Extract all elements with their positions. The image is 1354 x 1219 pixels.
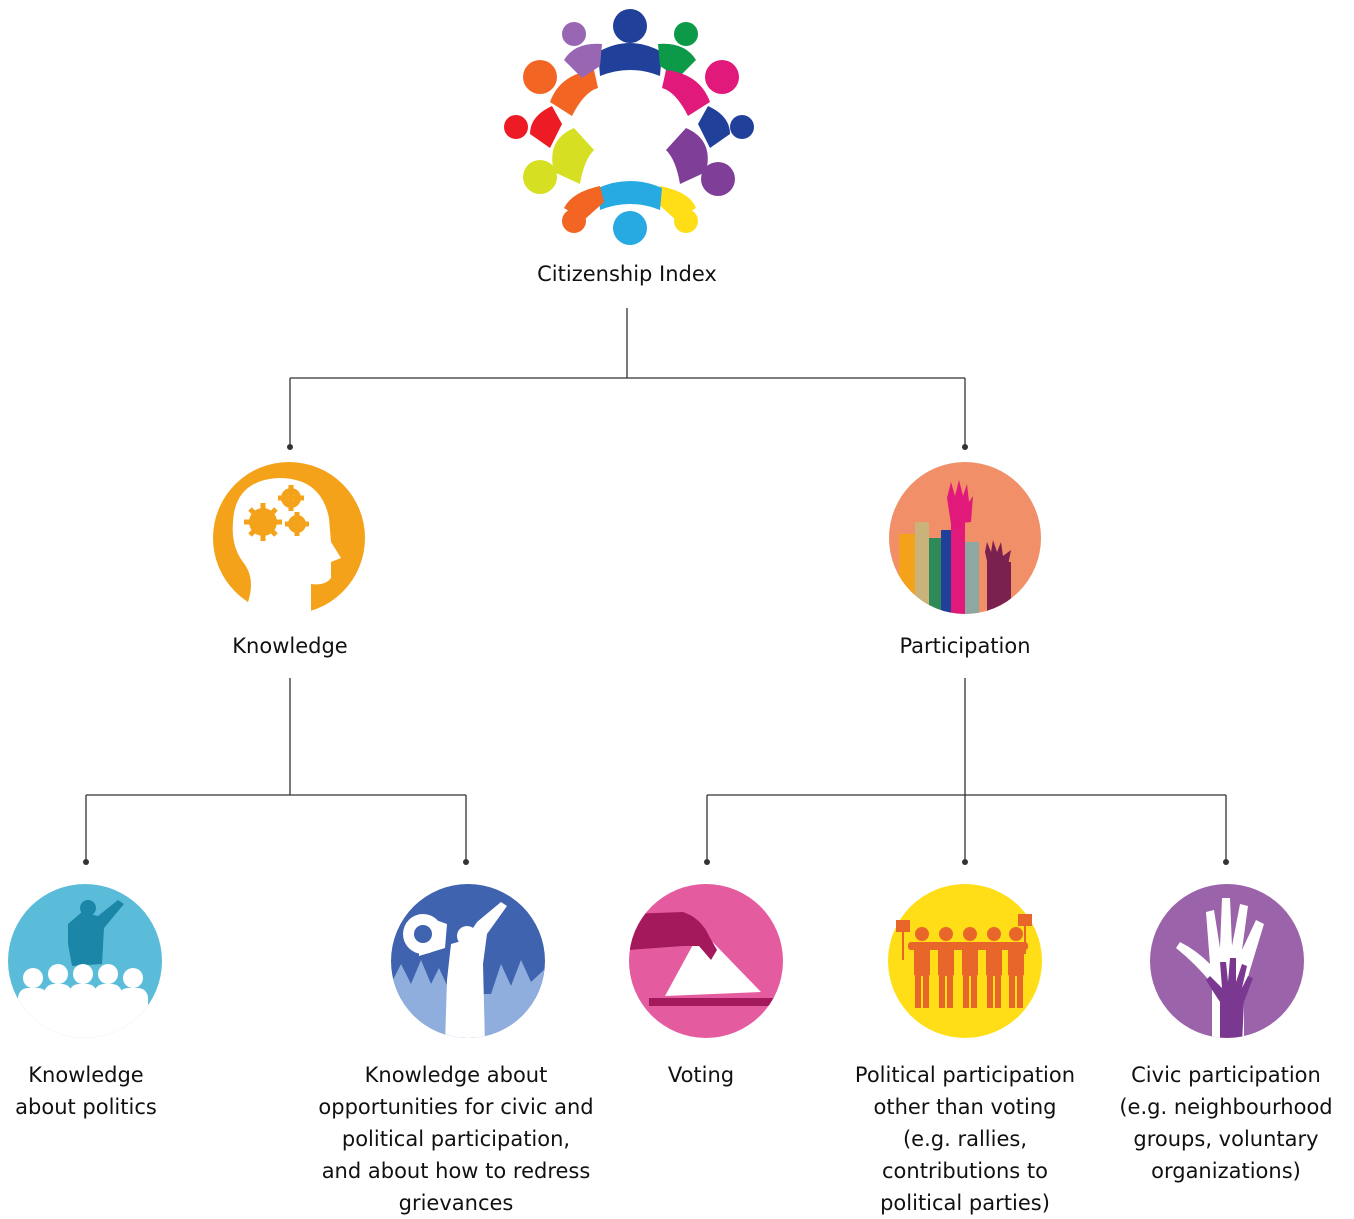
leaf-knowledge-opportunities: Knowledge about opportunities for civic …: [306, 1059, 606, 1219]
leaf-label-line: groups, voluntary: [1133, 1127, 1319, 1151]
leaf-label-line: grievances: [398, 1191, 514, 1215]
leaf-political-participation: Political participation other than votin…: [815, 1059, 1115, 1219]
hands-icon: [1150, 884, 1304, 1038]
leaf-label-line: Voting: [667, 1063, 735, 1087]
megaphone-crowd-icon: [391, 884, 545, 1038]
leaf-voting: Voting: [551, 1059, 851, 1091]
leaf-label-line: (e.g. rallies,: [902, 1127, 1027, 1151]
leaf-label-line: political parties): [880, 1191, 1050, 1215]
leaf-label-line: contributions to: [882, 1159, 1048, 1183]
leaf-label-line: Civic participation: [1131, 1063, 1321, 1087]
ballot-box-icon: [629, 884, 783, 1038]
leaf-label-line: other than voting: [873, 1095, 1057, 1119]
leaf-label-line: Political participation: [854, 1063, 1076, 1087]
leaf-label-line: political participation,: [341, 1127, 571, 1151]
knowledge-node: Knowledge: [140, 630, 440, 662]
raised-hands-icon: [889, 462, 1041, 614]
participation-node: Participation: [815, 630, 1115, 662]
participation-label: Participation: [899, 634, 1031, 658]
leaf-civic-participation: Civic participation (e.g. neighbourhood …: [1076, 1059, 1354, 1187]
root-node: Citizenship Index: [477, 258, 777, 290]
leaf-knowledge-politics: Knowledge about politics: [0, 1059, 186, 1123]
leaf-label-line: (e.g. neighbourhood: [1119, 1095, 1333, 1119]
head-gears-icon: [213, 462, 365, 614]
people-circle-icon: [504, 9, 754, 245]
speaker-crowd-icon: [8, 884, 162, 1038]
leaf-label-line: about politics: [15, 1095, 157, 1119]
leaf-label-line: organizations): [1151, 1159, 1301, 1183]
leaf-label-line: and about how to redress: [321, 1159, 591, 1183]
leaf-label-line: Knowledge about: [364, 1063, 548, 1087]
leaf-label-line: Knowledge: [28, 1063, 144, 1087]
knowledge-label: Knowledge: [232, 634, 348, 658]
root-label: Citizenship Index: [537, 262, 717, 286]
rally-people-icon: [888, 884, 1042, 1038]
leaf-label-line: opportunities for civic and: [318, 1095, 594, 1119]
